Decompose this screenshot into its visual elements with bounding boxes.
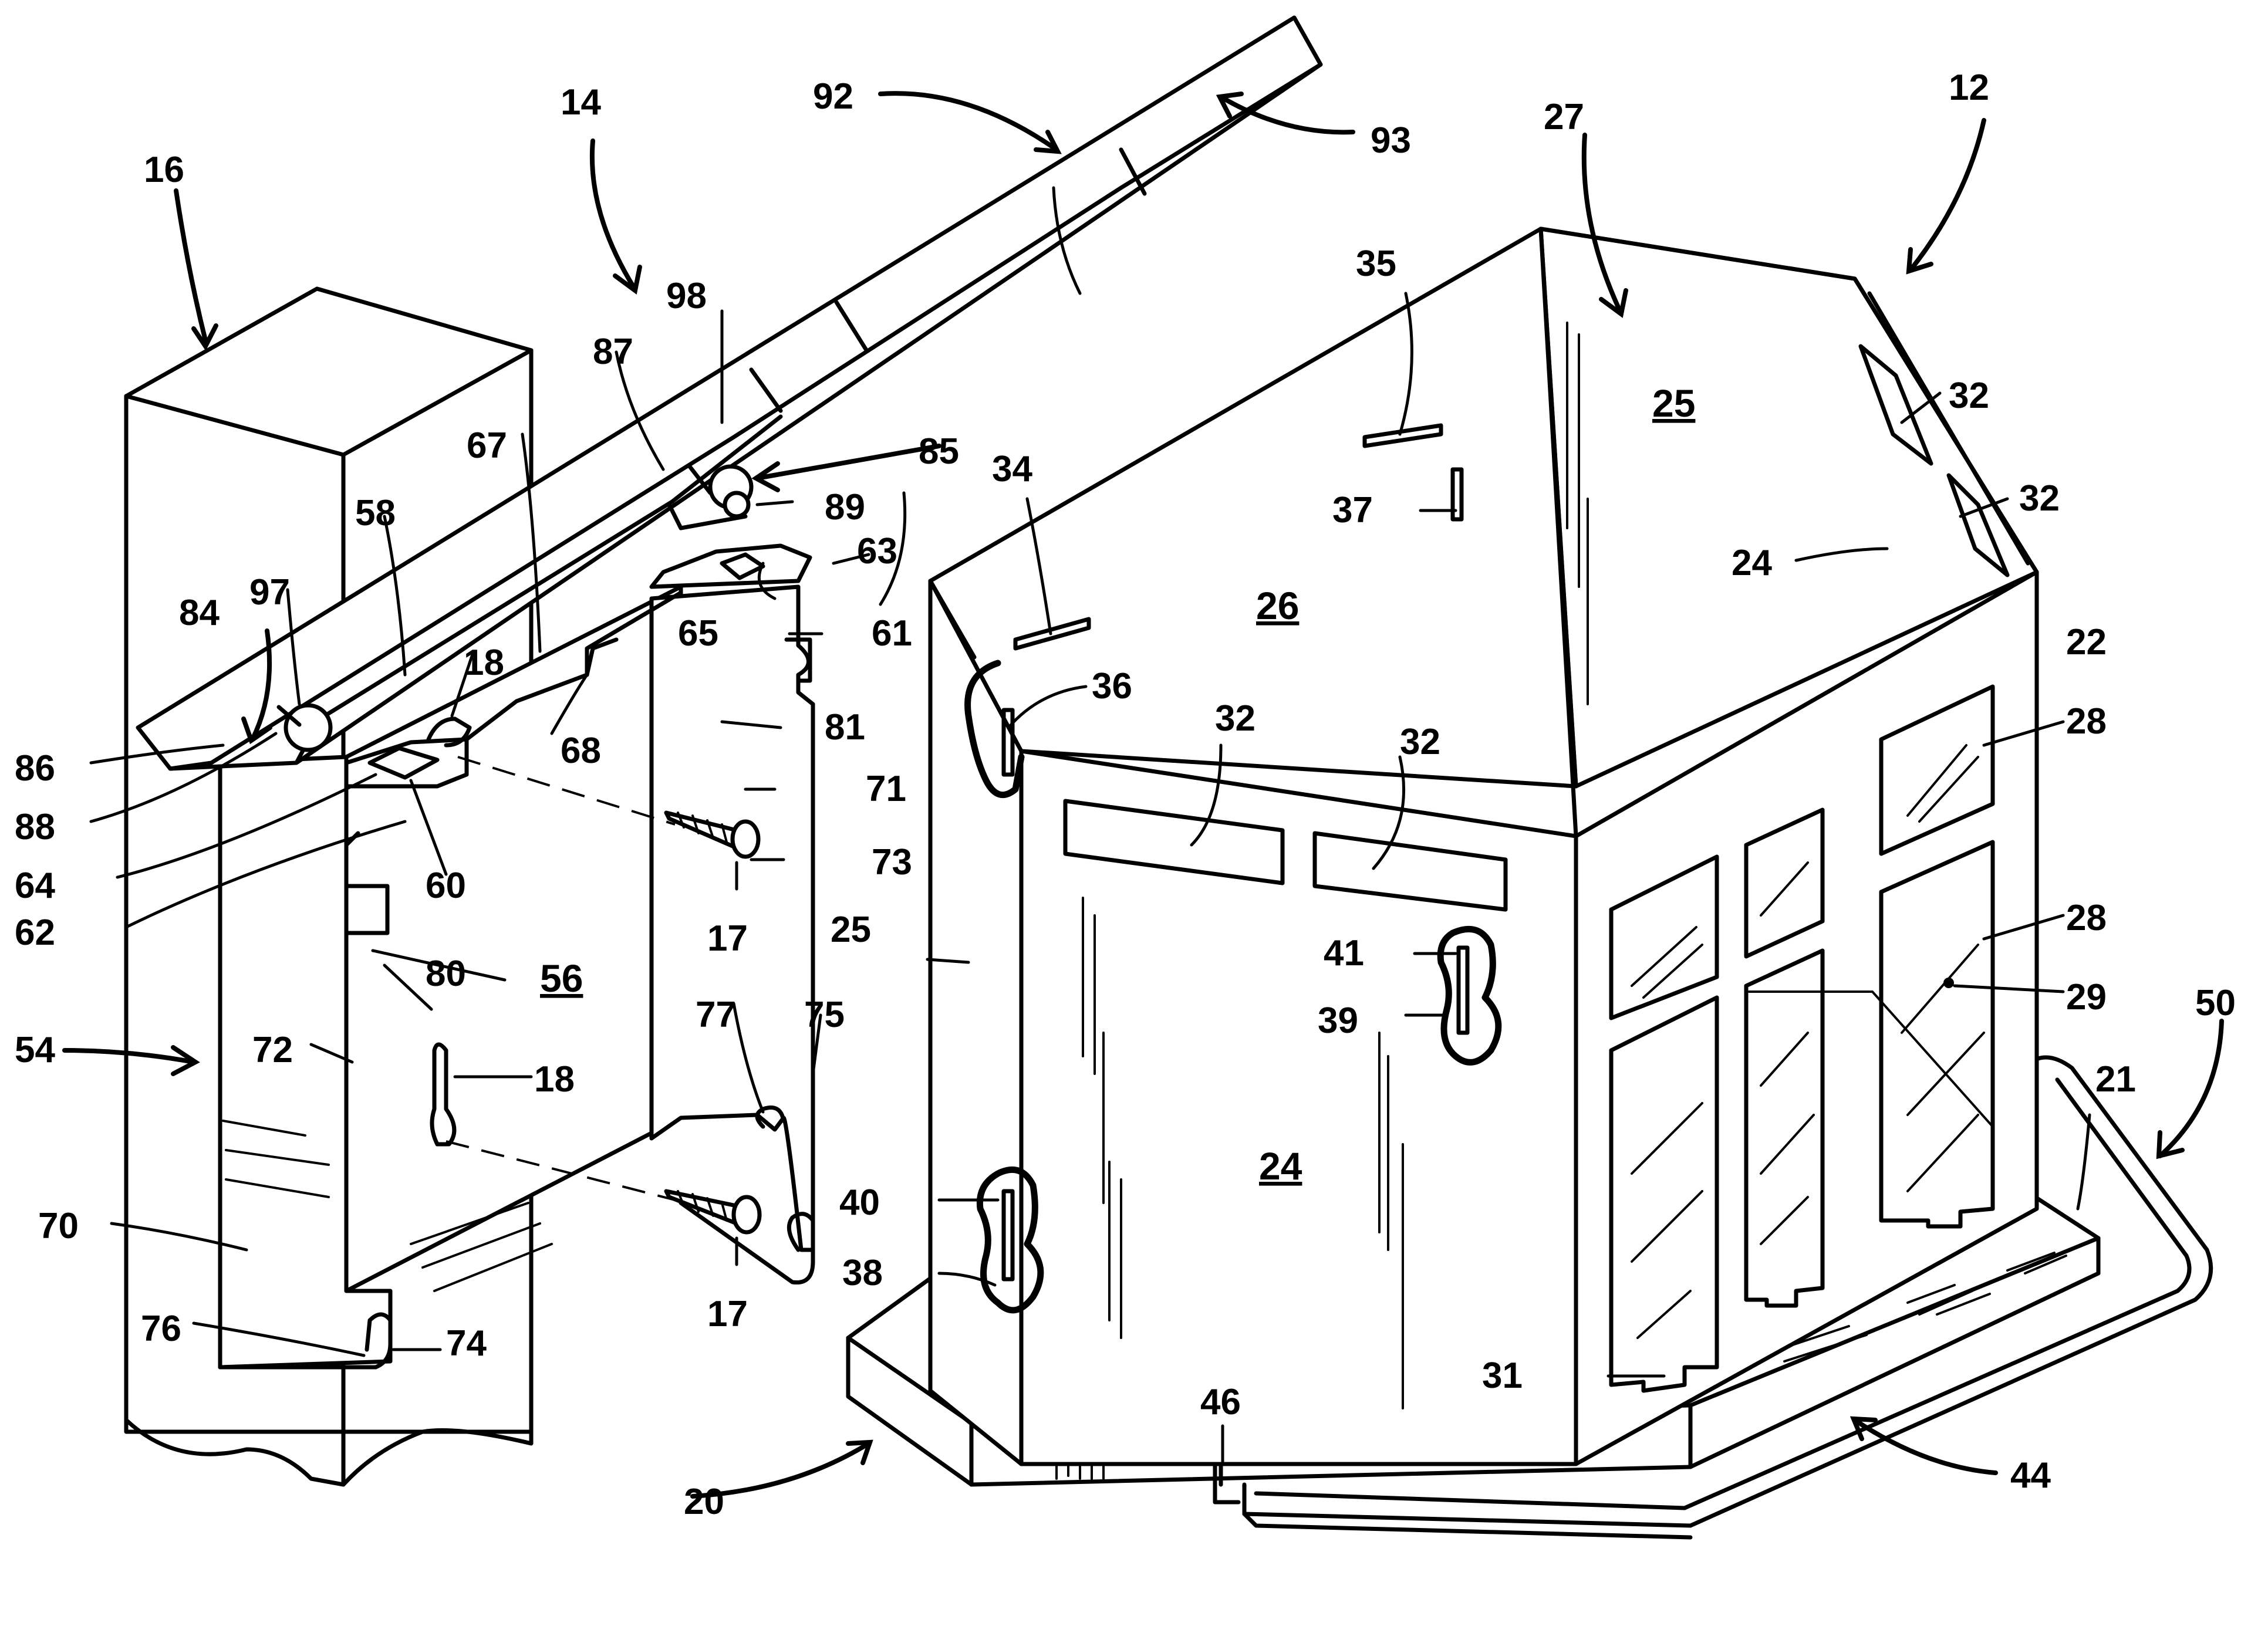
label-24-back: 24	[1732, 543, 1772, 583]
label-39: 39	[1318, 1000, 1358, 1041]
label-84: 84	[179, 593, 220, 633]
label-26: 26	[1256, 584, 1299, 627]
label-54: 54	[15, 1030, 55, 1070]
label-12: 12	[1949, 67, 1989, 108]
label-74: 74	[446, 1323, 487, 1364]
label-31: 31	[1482, 1355, 1523, 1396]
label-73: 73	[872, 842, 912, 883]
label-20: 20	[684, 1482, 724, 1522]
label-17-lower: 17	[707, 1294, 748, 1334]
label-97: 97	[249, 572, 290, 613]
label-38: 38	[842, 1253, 883, 1293]
label-61: 61	[872, 613, 912, 654]
label-29: 29	[2066, 977, 2107, 1017]
label-75: 75	[804, 995, 845, 1035]
label-32-front-right: 32	[1400, 722, 1440, 762]
label-64: 64	[15, 866, 55, 906]
label-21: 21	[2095, 1059, 2136, 1100]
label-62: 62	[15, 912, 55, 953]
label-88: 88	[15, 807, 55, 847]
label-41: 41	[1324, 933, 1364, 973]
label-87: 87	[593, 332, 633, 372]
label-18-upper: 18	[464, 643, 504, 683]
label-65: 65	[678, 613, 718, 654]
label-25-left: 25	[831, 910, 871, 950]
label-67: 67	[467, 425, 507, 466]
label-40: 40	[839, 1182, 880, 1223]
label-60: 60	[426, 866, 466, 906]
label-70: 70	[38, 1206, 79, 1246]
label-32-right-lower: 32	[2019, 478, 2060, 519]
label-68: 68	[561, 731, 601, 771]
label-32-right-upper: 32	[1949, 376, 1989, 416]
label-14: 14	[561, 82, 601, 123]
label-44: 44	[2010, 1455, 2051, 1496]
label-28-lower: 28	[2066, 898, 2107, 938]
label-93: 93	[1371, 120, 1411, 161]
label-89: 89	[825, 487, 865, 528]
label-63: 63	[857, 531, 897, 572]
label-71: 71	[866, 769, 906, 809]
label-22: 22	[2066, 622, 2107, 662]
label-81: 81	[825, 707, 865, 748]
label-77: 77	[696, 995, 736, 1035]
label-25-back: 25	[1652, 381, 1695, 425]
label-80: 80	[426, 954, 466, 994]
label-27: 27	[1544, 97, 1584, 137]
label-32-front-left: 32	[1215, 698, 1256, 739]
label-56: 56	[540, 956, 583, 1000]
label-50: 50	[2195, 983, 2236, 1023]
label-28-upper: 28	[2066, 701, 2107, 742]
label-98: 98	[666, 276, 707, 316]
label-17-upper: 17	[707, 918, 748, 959]
label-18-lower: 18	[534, 1059, 575, 1100]
label-37: 37	[1332, 490, 1373, 530]
label-34: 34	[992, 449, 1032, 489]
label-72: 72	[252, 1030, 293, 1070]
label-35: 35	[1356, 244, 1396, 284]
label-92: 92	[813, 76, 853, 117]
label-85: 85	[919, 431, 959, 472]
label-76: 76	[141, 1309, 181, 1349]
label-58: 58	[355, 493, 396, 533]
label-86: 86	[15, 748, 55, 789]
label-24-front: 24	[1259, 1144, 1302, 1188]
label-36: 36	[1092, 666, 1132, 706]
label-16: 16	[144, 150, 184, 190]
label-46: 46	[1200, 1382, 1241, 1422]
